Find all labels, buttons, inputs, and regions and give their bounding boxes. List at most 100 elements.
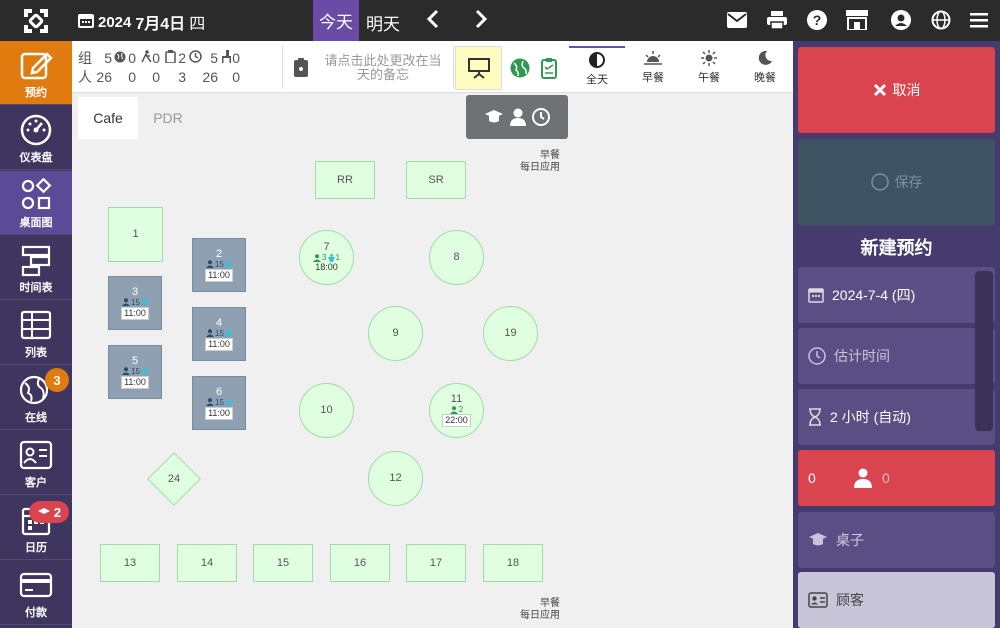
table-3[interactable]: 3 15 11:00 — [108, 276, 162, 330]
table-12[interactable]: 12 — [368, 451, 423, 506]
table-number: 2 — [215, 247, 223, 260]
nav-item-timeline[interactable]: 时间表 — [0, 236, 72, 300]
printer-icon[interactable] — [766, 9, 788, 31]
tab-pdr[interactable]: PDR — [153, 110, 183, 126]
date-weekday: 四 — [189, 16, 206, 33]
table-icon — [20, 310, 52, 340]
tab-label: 午餐 — [698, 72, 720, 84]
nav-item-dashboard[interactable]: 仪表盘 — [0, 106, 72, 170]
table-13[interactable]: 13 — [100, 544, 160, 582]
contact-card-icon — [19, 440, 53, 470]
save-button[interactable]: 保存 — [798, 139, 995, 225]
group-count-pending: 5 — [210, 50, 218, 66]
table-17[interactable]: 17 — [406, 544, 466, 582]
contact-card-icon — [808, 592, 828, 608]
table-10[interactable]: 10 — [299, 383, 354, 438]
party-size-field[interactable]: 0 0 — [798, 450, 995, 506]
estimated-time-field[interactable]: 估计时间 — [798, 328, 995, 384]
store-icon[interactable] — [846, 9, 868, 31]
table-8[interactable]: 8 — [429, 230, 484, 285]
table-5[interactable]: 5 15 11:00 — [108, 345, 162, 399]
people-count-seated: 0 — [232, 69, 240, 85]
tab-dinner[interactable]: 晚餐 — [737, 46, 793, 90]
table-guests: 2 — [449, 405, 463, 414]
tab-breakfast[interactable]: 早餐 — [625, 46, 681, 90]
envelope-icon[interactable] — [726, 9, 748, 31]
tab-cafe[interactable]: Cafe — [78, 97, 138, 139]
table-number: 24 — [167, 472, 181, 485]
table-guests: 15 — [206, 260, 232, 269]
app-logo[interactable] — [0, 0, 72, 41]
customer-field[interactable]: 顾客 — [798, 572, 995, 628]
view-options-button[interactable] — [466, 95, 568, 139]
people-count-total: 26 — [96, 69, 112, 85]
table-11[interactable]: 11 2 22:00 — [429, 383, 484, 438]
calendar-icon — [808, 288, 824, 303]
globe-icon[interactable] — [930, 9, 952, 31]
menu-icon[interactable] — [968, 9, 990, 31]
presentation-board-button[interactable] — [455, 46, 502, 90]
nav-item-floorplan[interactable]: 桌面图 — [0, 171, 72, 235]
next-day-chevron-icon[interactable] — [474, 8, 488, 36]
tomorrow-button[interactable]: 明天 — [366, 15, 400, 34]
clipboard-check-icon[interactable] — [541, 57, 557, 84]
person-icon — [854, 468, 872, 488]
note-line: 每日应用 — [520, 162, 560, 173]
close-icon — [873, 83, 886, 97]
guest-count: 15 — [215, 397, 224, 407]
person-icon — [313, 253, 322, 262]
date-month-day: 7月4日 — [135, 16, 186, 33]
table-rr[interactable]: RR — [315, 161, 375, 199]
prev-day-chevron-icon[interactable] — [426, 8, 440, 36]
table-4[interactable]: 4 15 11:00 — [192, 307, 246, 361]
duration-select[interactable]: 2 小时 (自动) — [798, 389, 995, 445]
nav-item-customers[interactable]: 客户 — [0, 431, 72, 495]
date-field[interactable]: 2024-7-4 (四) — [798, 267, 995, 323]
globe-green-icon[interactable] — [510, 58, 530, 83]
nav-item-payment[interactable]: 付款 — [0, 561, 72, 625]
table-9[interactable]: 9 — [368, 306, 423, 361]
table-sr[interactable]: SR — [406, 161, 466, 199]
globe-icon — [112, 49, 126, 68]
table-2[interactable]: 2 15 11:00 — [192, 238, 246, 292]
user-circle-icon[interactable] — [890, 9, 912, 31]
schedule-note-top: 早餐 每日应用 — [512, 150, 560, 174]
table-18[interactable]: 18 — [483, 544, 543, 582]
cancel-button[interactable]: 取消 — [798, 47, 995, 133]
table-time: 11:00 — [205, 268, 233, 282]
people-count-walkin: 0 — [152, 69, 160, 85]
table-14[interactable]: 14 — [177, 544, 237, 582]
table-1[interactable]: 1 — [108, 207, 163, 262]
nav-item-online[interactable]: 在线 — [0, 366, 72, 430]
table-16[interactable]: 16 — [330, 544, 390, 582]
nav-label: 桌面图 — [19, 217, 53, 229]
top-bar: 2024 7月4日 四 今天 明天 ? — [0, 0, 1000, 41]
nav-item-reservation[interactable]: 预约 — [0, 41, 72, 105]
chair-icon — [218, 49, 232, 68]
clock-icon — [532, 108, 550, 126]
child-icon — [224, 260, 232, 268]
daily-memo[interactable]: 请点击此处更改在当天的备忘 — [282, 46, 454, 89]
table-time: 18:00 — [315, 262, 338, 272]
table-15[interactable]: 15 — [253, 544, 313, 582]
nav-label: 客户 — [25, 477, 47, 489]
table-select-field[interactable]: 桌子 — [798, 512, 995, 568]
help-icon[interactable]: ? — [806, 9, 828, 31]
current-date[interactable]: 2024 7月4日 四 — [78, 10, 205, 34]
tab-lunch[interactable]: 午餐 — [681, 46, 737, 90]
left-navigation: 预约 仪表盘 桌面图 时间表 列表 在线 3 客户 日历 2 付款 — [0, 41, 72, 628]
table-6[interactable]: 6 15 11:00 — [192, 376, 246, 430]
guest-count: 3 — [322, 253, 327, 262]
today-button[interactable]: 今天 — [313, 0, 359, 41]
nav-label: 付款 — [25, 607, 47, 619]
people-count-online: 0 — [128, 69, 136, 85]
person-icon — [206, 260, 215, 268]
save-label: 保存 — [894, 174, 923, 190]
group-count-booked: 2 — [178, 50, 186, 66]
nav-item-list[interactable]: 列表 — [0, 301, 72, 365]
table-24[interactable]: 24 — [154, 469, 194, 489]
panel-scrollbar[interactable] — [975, 271, 993, 431]
tab-all-day[interactable]: 全天 — [569, 46, 625, 90]
table-19[interactable]: 19 — [483, 306, 538, 361]
